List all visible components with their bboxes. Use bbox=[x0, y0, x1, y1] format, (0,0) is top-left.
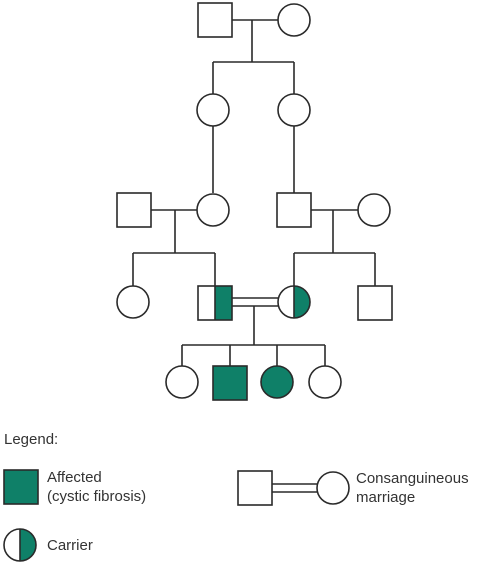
gen2-daughter-left bbox=[196, 93, 230, 127]
gen2-daughter-right bbox=[277, 93, 311, 127]
gen3-female-left bbox=[116, 285, 150, 319]
legend-affected-line2: (cystic fibrosis) bbox=[47, 488, 147, 505]
gen2-spouse-female-right bbox=[357, 193, 391, 227]
legend-consanguineous-line1: Consanguineous bbox=[356, 470, 469, 487]
legend-affected-label: Affected (cystic fibrosis) bbox=[47, 468, 146, 506]
gen4-unaffected-female-2 bbox=[308, 365, 342, 399]
gen1-male bbox=[197, 2, 233, 38]
gen4-affected-male bbox=[212, 365, 248, 401]
legend-consanguineous-label: Consanguineous marriage bbox=[356, 469, 469, 507]
gen2-spouse-male-left bbox=[116, 192, 152, 228]
gen4-affected-female bbox=[260, 365, 294, 399]
gen3-male-right bbox=[357, 285, 393, 321]
gen3-carrier-male bbox=[197, 285, 233, 321]
gen1-female bbox=[277, 3, 311, 37]
legend-consanguineous-line2: marriage bbox=[356, 489, 416, 506]
gen3-carrier-female bbox=[277, 285, 311, 319]
gen2-male-right bbox=[276, 192, 312, 228]
gen4-unaffected-female-1 bbox=[165, 365, 199, 399]
legend-carrier-symbol bbox=[3, 528, 37, 562]
legend-title: Legend: bbox=[4, 431, 59, 448]
gen2-female-left bbox=[196, 193, 230, 227]
legend-affected-symbol bbox=[3, 469, 39, 505]
legend-affected-line1: Affected bbox=[47, 469, 102, 486]
legend-consanguineous-symbol bbox=[237, 470, 350, 506]
legend-carrier-label: Carrier bbox=[47, 537, 93, 554]
